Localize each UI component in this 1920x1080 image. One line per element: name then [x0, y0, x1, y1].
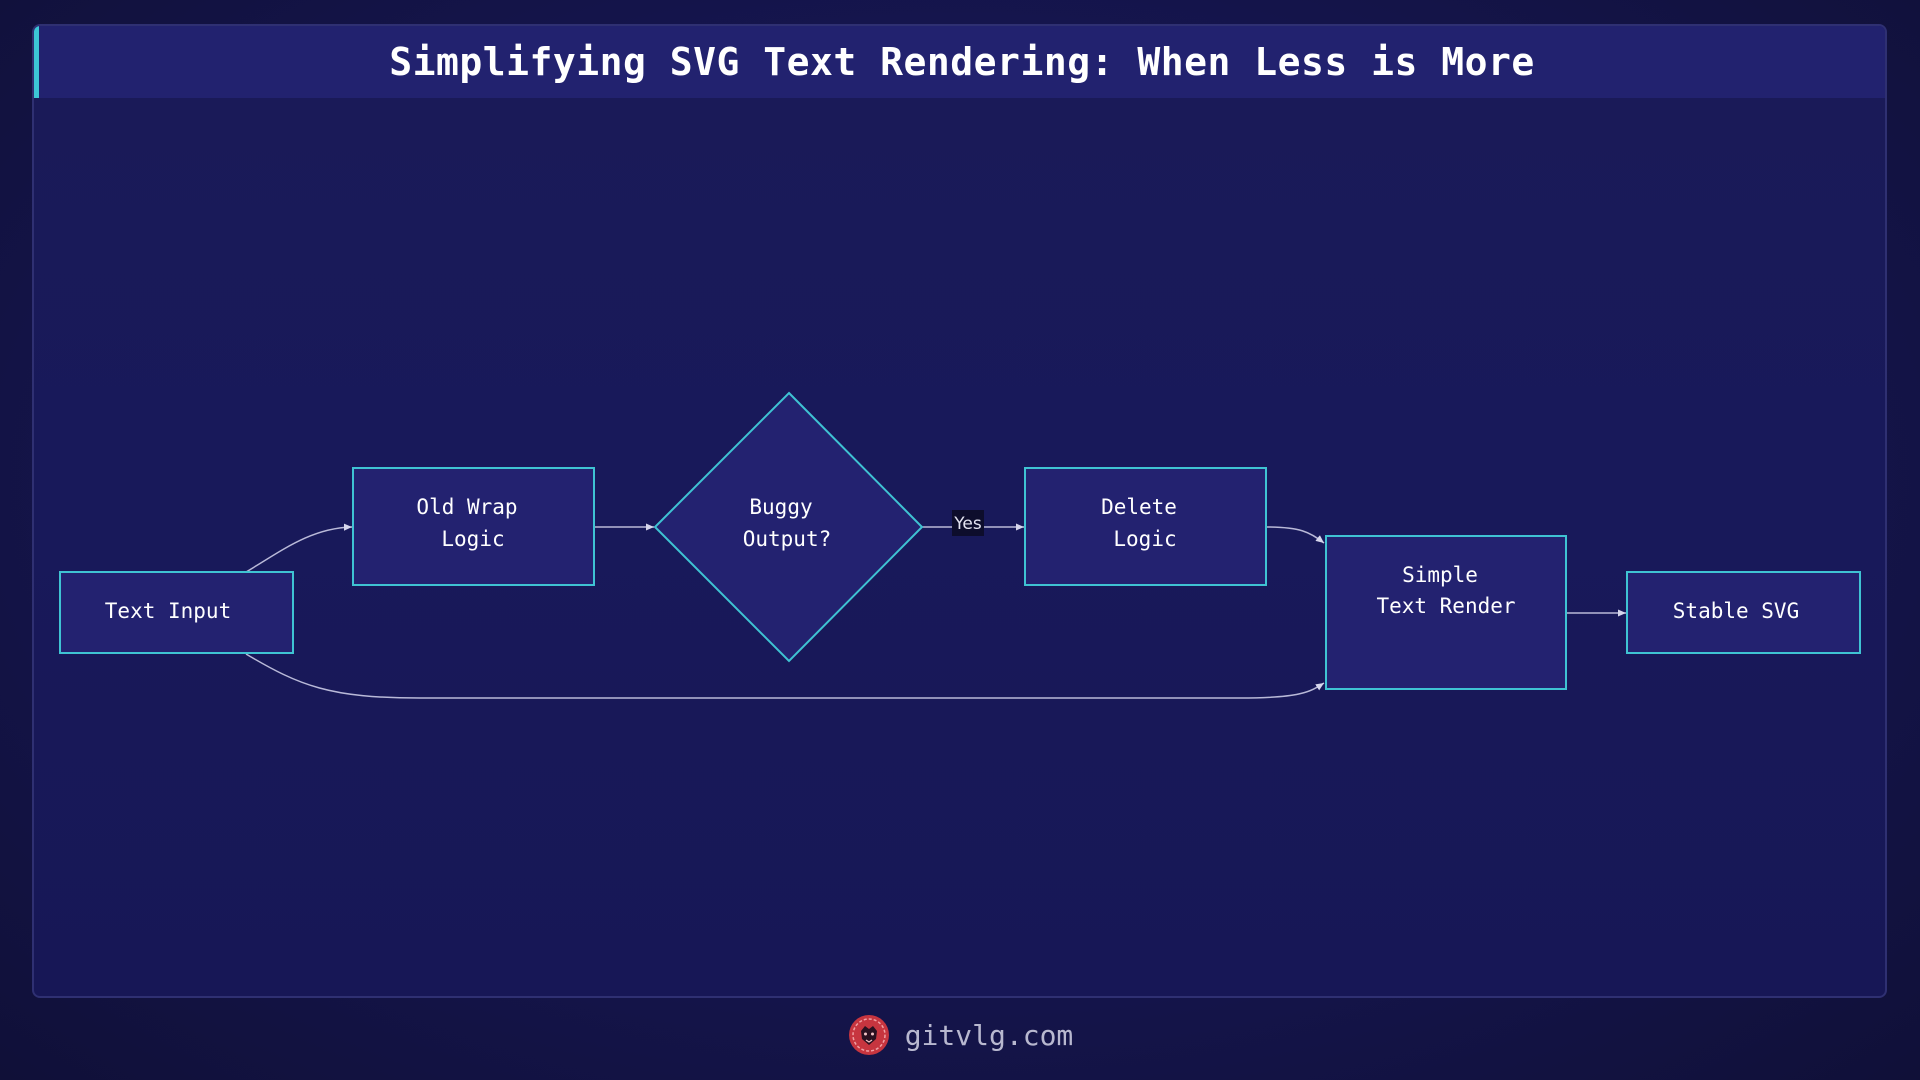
- node-delete-label-line-2: Logic: [1113, 527, 1176, 551]
- node-buggy-label-line-2: Output?: [743, 527, 832, 551]
- edge-text-input-to-simple: [245, 653, 1325, 699]
- node-old-wrap-label-line-2: Logic: [441, 527, 504, 551]
- edge-text-input-to-old-wrap: [245, 523, 353, 573]
- page-title: Simplifying SVG Text Rendering: When Les…: [389, 40, 1535, 84]
- node-text-input-label: Text Input: [105, 599, 231, 623]
- node-old-wrap-label-line-1: Old Wrap: [416, 495, 517, 519]
- title-bar: Simplifying SVG Text Rendering: When Les…: [34, 26, 1885, 98]
- node-delete-label-line-1: Delete: [1101, 495, 1177, 519]
- node-stable-svg: Stable SVG: [1626, 571, 1861, 654]
- node-buggy-label-line-1: Buggy: [749, 495, 812, 519]
- node-simple-text-render: Simple Text Render: [1325, 535, 1567, 690]
- node-buggy-output-decision: Buggy Output?: [653, 391, 924, 663]
- node-stable-label: Stable SVG: [1673, 599, 1799, 623]
- node-old-wrap-logic: Old Wrap Logic: [352, 467, 595, 586]
- footer-site-link[interactable]: gitvlg.com: [904, 1018, 1074, 1052]
- lion-head-icon[interactable]: [847, 1013, 891, 1057]
- node-simple-label-line-2: Text Render: [1376, 594, 1515, 618]
- node-delete-logic: Delete Logic: [1024, 467, 1267, 586]
- edge-label-yes-bg: [952, 510, 984, 536]
- diagram-frame: Simplifying SVG Text Rendering: When Les…: [32, 24, 1887, 998]
- node-text-input: Text Input: [59, 571, 294, 654]
- node-simple-label-line-1: Simple: [1402, 563, 1478, 587]
- footer: gitvlg.com: [0, 1010, 1920, 1060]
- edge-label-yes: Yes: [953, 514, 982, 534]
- edge-delete-to-simple: [1265, 526, 1325, 544]
